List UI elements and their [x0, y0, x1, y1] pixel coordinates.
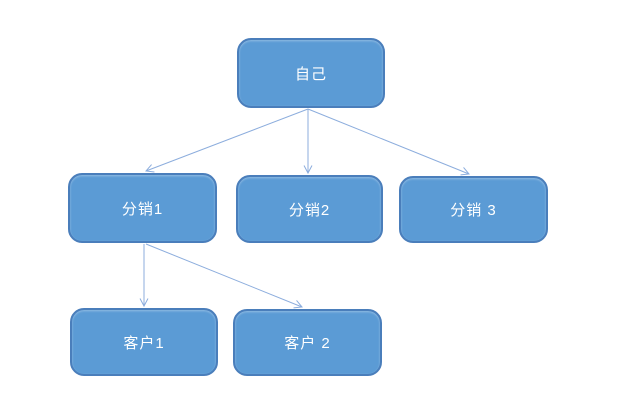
node-label: 分销2: [288, 201, 331, 219]
connector-group: [139, 108, 470, 309]
node-dist1[interactable]: 分销1: [68, 173, 217, 243]
node-label: 客户1: [123, 334, 165, 352]
connector-self-to-dist3: [307, 108, 470, 176]
connector-dist1-to-cust2: [145, 243, 303, 309]
node-label: 分销1: [121, 200, 164, 218]
node-dist2[interactable]: 分销2: [236, 175, 383, 243]
node-cust1[interactable]: 客户1: [70, 308, 218, 376]
node-label: 分销 3: [450, 202, 497, 219]
connector-self-to-dist1: [145, 108, 309, 173]
node-dist3[interactable]: 分销 3: [399, 176, 548, 243]
node-self[interactable]: 自己: [237, 38, 385, 108]
node-cust2[interactable]: 客户 2: [233, 309, 382, 376]
node-label: 客户 2: [284, 335, 331, 352]
node-label: 自己: [294, 65, 327, 83]
